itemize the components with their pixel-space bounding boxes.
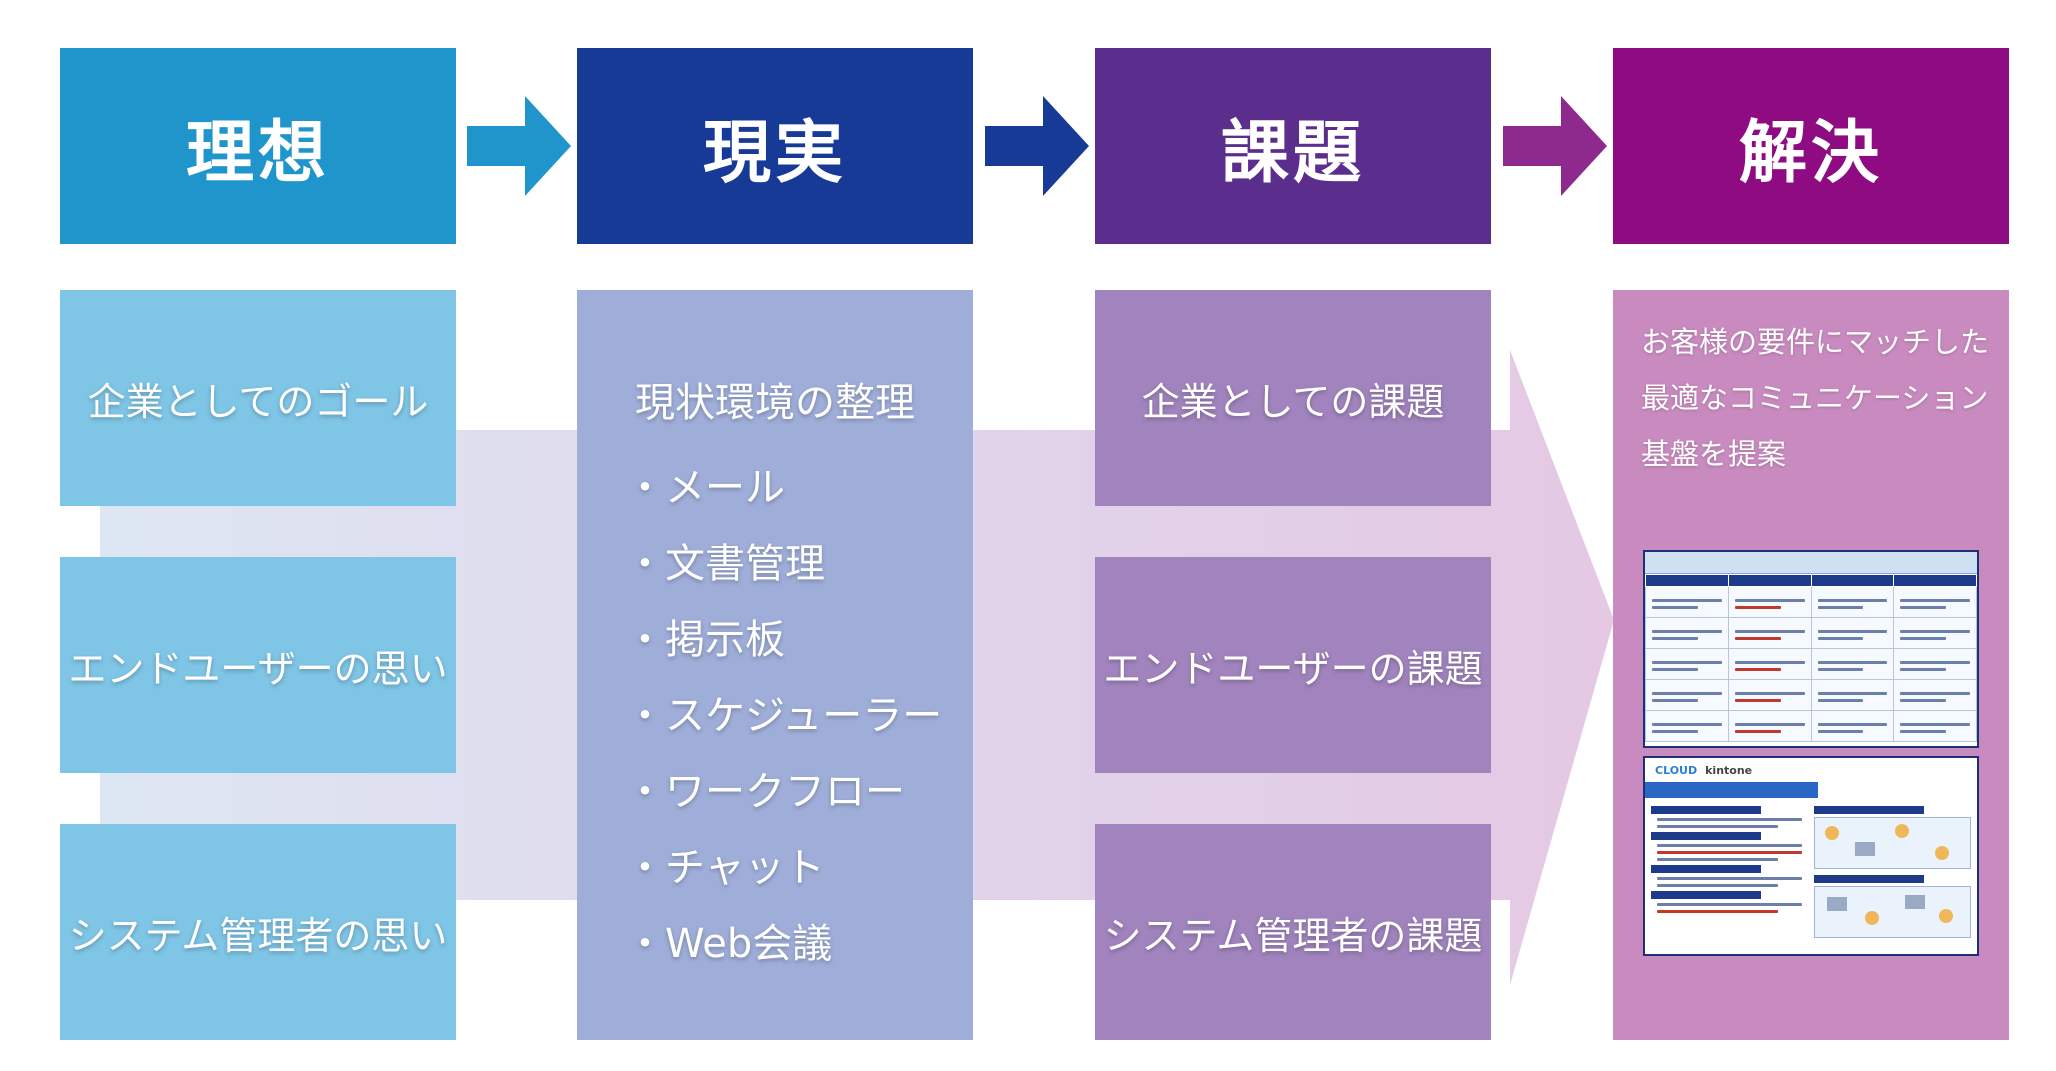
cloud-logo: CLOUD [1655,763,1698,777]
header-issue: 課題 [1095,48,1491,244]
thumbnail-body [1645,798,1977,948]
header-reality: 現実 [577,48,973,244]
header-ideal: 理想 [60,48,456,244]
list-item: ・掲示板 [625,617,785,663]
right-arrow-icon [985,96,1089,196]
document-thumbnail-case-study: CLOUD kintone [1643,756,1979,956]
list-item: ・Web会議 [625,921,833,967]
ideal-box-company-goal: 企業としてのゴール [60,290,456,506]
right-arrow-icon [467,96,571,196]
ideal-box-sys-admin: システム管理者の思い [60,824,456,1040]
solution-text-line: 基盤を提案 [1641,437,1787,471]
solution-panel: お客様の要件にマッチした 最適なコミュニケーション 基盤を提案 CLOUD ki… [1613,290,2009,1040]
thumbnail-left-column [1651,802,1808,944]
header-solution: 解決 [1613,48,2009,244]
document-thumbnail-table [1643,550,1979,748]
solution-text-line: お客様の要件にマッチした [1641,325,1990,359]
reality-panel: 現状環境の整理 ・メール ・文書管理 ・掲示板 ・スケジューラー ・ワークフロー… [577,290,973,1040]
reality-list: ・メール ・文書管理 ・掲示板 ・スケジューラー ・ワークフロー ・チャット ・… [625,450,942,982]
thumbnail-table [1645,574,1977,742]
thumbnail-right-column [1814,802,1971,944]
list-item: ・チャット [625,845,825,891]
kintone-logo: kintone [1705,763,1753,777]
thumbnail-title-bar [1645,552,1977,574]
right-arrow-icon [1503,96,1607,196]
list-item: ・文書管理 [625,541,825,587]
reality-title: 現状環境の整理 [635,380,915,426]
thumbnail-heading-band [1645,782,1818,798]
issue-box-sys-admin: システム管理者の課題 [1095,824,1491,1040]
solution-text-line: 最適なコミュニケーション [1641,381,1989,415]
ideal-box-end-user: エンドユーザーの思い [60,557,456,773]
thumbnail-logo-row: CLOUD kintone [1645,758,1977,782]
thumbnail-diagram [1814,886,1971,938]
list-item: ・ワークフロー [625,769,905,815]
issue-box-company: 企業としての課題 [1095,290,1491,506]
issue-box-end-user: エンドユーザーの課題 [1095,557,1491,773]
list-item: ・スケジューラー [625,693,943,739]
solution-text: お客様の要件にマッチした 最適なコミュニケーション 基盤を提案 [1641,314,1991,482]
list-item: ・メール [625,465,785,511]
thumbnail-diagram [1814,817,1971,869]
